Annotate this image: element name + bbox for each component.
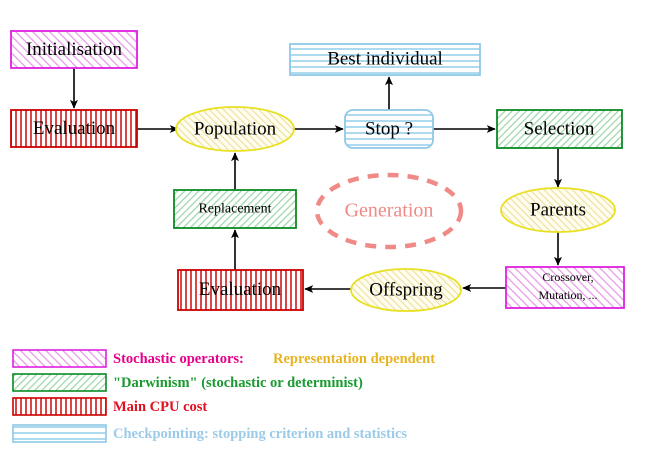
legend-label-representation-dependent: Representation dependent (273, 351, 435, 367)
magenta-diagonal-swatch (12, 349, 107, 368)
red-vertical-swatch (12, 397, 107, 416)
node-population-label: Population (194, 118, 277, 139)
node-best-individual-label: Best individual (327, 48, 443, 69)
node-crossover-mutation-label-line1: Crossover, (542, 270, 593, 284)
legend-item-stochastic-operators: Stochastic operators: Representation dep… (12, 349, 435, 368)
node-stop[interactable]: Stop ? (344, 109, 434, 149)
legend-item-darwinism: "Darwinism" (stochastic or determinist) (12, 373, 363, 392)
legend-item-main-cpu-cost: Main CPU cost (12, 397, 207, 416)
node-crossover-mutation-label-line2: Mutation, ... (539, 288, 598, 302)
node-selection[interactable]: Selection (496, 109, 623, 149)
node-evaluation-top-label: Evaluation (33, 118, 116, 139)
blue-horizontal-swatch (12, 424, 107, 443)
node-offspring-label: Offspring (369, 279, 443, 300)
node-initialisation-label: Initialisation (26, 39, 123, 60)
legend-label-checkpointing: Checkpointing: stopping criterion and st… (113, 426, 407, 442)
legend: Stochastic operators: Representation dep… (12, 349, 435, 443)
node-offspring[interactable]: Offspring (350, 268, 462, 312)
legend-label-main-cpu-cost: Main CPU cost (113, 399, 207, 415)
legend-label-stochastic-operators: Stochastic operators: (113, 351, 244, 367)
green-diagonal-swatch (12, 373, 107, 392)
node-parents-label: Parents (530, 199, 586, 220)
node-parents[interactable]: Parents (500, 187, 616, 233)
legend-item-checkpointing: Checkpointing: stopping criterion and st… (12, 424, 407, 443)
node-crossover-mutation[interactable]: Crossover, Mutation, ... (505, 266, 625, 309)
legend-label-darwinism: "Darwinism" (stochastic or determinist) (113, 375, 363, 391)
node-replacement[interactable]: Replacement (173, 189, 297, 229)
node-evaluation-bottom[interactable]: Evaluation (177, 269, 304, 311)
node-generation-label: Generation (345, 200, 434, 222)
node-population[interactable]: Population (175, 106, 295, 152)
node-stop-label: Stop ? (365, 118, 413, 139)
node-evaluation-top[interactable]: Evaluation (10, 109, 138, 148)
node-replacement-label: Replacement (198, 202, 271, 217)
node-generation: Generation (314, 172, 464, 250)
edges-layer (70, 68, 562, 293)
node-selection-label: Selection (524, 118, 595, 139)
node-evaluation-bottom-label: Evaluation (199, 279, 282, 300)
node-best-individual[interactable]: Best individual (289, 43, 481, 76)
node-initialisation[interactable]: Initialisation (10, 30, 138, 69)
